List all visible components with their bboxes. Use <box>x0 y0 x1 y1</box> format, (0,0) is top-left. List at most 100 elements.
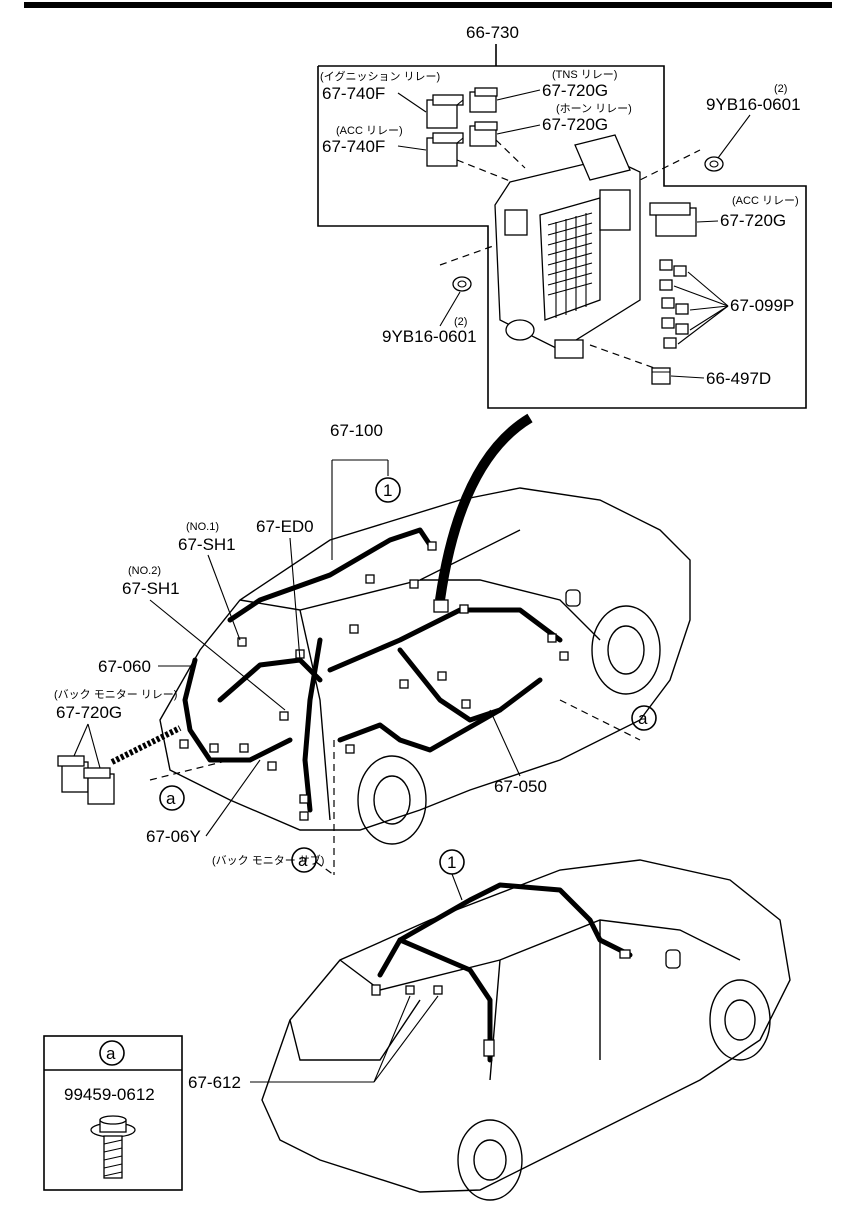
car-pillar <box>299 609 331 821</box>
label-circle-a2: a <box>638 709 648 728</box>
harness-050 <box>397 647 543 723</box>
leader-circle-1b <box>451 873 463 901</box>
leader-h612 <box>250 995 439 1083</box>
label-acc-relay-1: 67-740F <box>322 137 385 156</box>
label-nut-left: 9YB16-0601 <box>382 327 477 346</box>
leader-fuse <box>673 271 729 345</box>
label-circle-1a: 1 <box>383 481 392 500</box>
label-horn-relay-note: (ホーン リレー) <box>556 102 632 115</box>
cover-shape <box>651 367 671 385</box>
connectors-bottom <box>371 949 631 1057</box>
label-tns-relay-note: (TNS リレー) <box>552 69 617 81</box>
car-window-line <box>420 579 601 641</box>
leader-ed0 <box>289 537 301 661</box>
leader-no1 <box>207 554 241 641</box>
car-wheel-rear-hub <box>373 775 411 825</box>
dash-relay-2 <box>495 139 526 169</box>
label-back-relay-note: (バック モニター リレー) <box>54 688 177 701</box>
label-cover: 66-497D <box>706 369 771 388</box>
bottom-car-wheel-front-hub <box>724 999 756 1041</box>
dash-a1 <box>149 759 231 781</box>
bolt-box-frame <box>43 1035 183 1191</box>
harness-floor <box>327 607 563 673</box>
relay-acc-2-shape <box>649 202 697 237</box>
connectors-middle <box>179 541 569 821</box>
circle-marker-a1 <box>159 785 185 811</box>
fuse-block <box>494 134 641 359</box>
dash-nut-top <box>629 149 701 186</box>
harness-side <box>337 707 503 753</box>
leader-nut-left <box>439 291 461 327</box>
leader-back-relay-2 <box>87 723 101 769</box>
label-circle-a1: a <box>166 789 176 808</box>
relay-tns-shape <box>469 87 498 113</box>
leader-tns-relay <box>496 89 541 101</box>
harness-pillar <box>302 637 323 813</box>
relay-acc-shape <box>426 132 464 167</box>
label-h060: 67-060 <box>98 657 151 676</box>
label-tns-relay: 67-720G <box>542 81 608 100</box>
bolt-box: a 99459-0612 <box>43 1035 183 1191</box>
leader-horn-relay <box>496 124 541 135</box>
leader-ign-relay <box>397 92 427 113</box>
circle-marker-1a <box>375 477 401 503</box>
label-fuse-box: 66-730 <box>466 23 519 42</box>
car-mirror <box>565 589 581 607</box>
leader-nut-top <box>717 114 751 159</box>
car-wheel-front <box>591 605 661 695</box>
circle-marker-a4 <box>99 1040 125 1066</box>
label-ign-relay-note: (イグニッション リレー) <box>320 69 440 83</box>
back-relay-shapes <box>57 755 115 805</box>
label-circle-a3: a <box>298 851 308 870</box>
label-nut-qty-top: (2) <box>774 83 787 95</box>
label-nut-qty-left: (2) <box>454 316 467 328</box>
bottom-car-pillars <box>489 920 601 1081</box>
leader-acc-relay-2 <box>696 220 719 223</box>
label-ign-relay: 67-740F <box>322 84 385 103</box>
relay-horn-shape <box>469 121 498 147</box>
label-roof-harness: 67-100 <box>330 421 383 440</box>
label-circle-1b: 1 <box>447 853 456 872</box>
label-no1: 67-SH1 <box>178 535 236 554</box>
fuse-shapes <box>659 259 689 349</box>
bottom-car-mirror <box>665 949 681 969</box>
leader-h06y <box>205 759 261 837</box>
bolt-icon <box>90 1115 136 1179</box>
label-acc-relay-note-2: (ACC リレー) <box>732 195 799 207</box>
label-horn-relay: 67-720G <box>542 115 608 134</box>
relay-ign-shape <box>426 94 464 129</box>
bottom-car-rear-window <box>289 999 421 1061</box>
bottom-car: 1 67-612 <box>188 849 791 1201</box>
car-roof-line <box>239 529 521 611</box>
label-ed0: 67-ED0 <box>256 517 314 536</box>
harness-liftgate <box>217 657 323 703</box>
label-circle-a4: a <box>106 1044 116 1063</box>
fuse-box-group: 66-730 (イグニッション リレー) 67-740F (ACC リレー) 6… <box>317 23 807 409</box>
harness-roof <box>227 527 433 623</box>
label-no1-note: (NO.1) <box>186 521 219 533</box>
label-acc-relay-note-1: (ACC リレー) <box>336 125 403 137</box>
car-wheel-front-hub <box>607 625 645 675</box>
main-cable <box>435 413 533 601</box>
top-border <box>24 2 832 8</box>
dash-cover <box>589 344 661 371</box>
label-back-sensor-note: (バック モニター サブ) <box>212 853 324 867</box>
label-fuse: 67-099P <box>730 296 794 315</box>
label-acc-relay-2: 67-720G <box>720 211 786 230</box>
label-no2-note: (NO.2) <box>128 565 161 577</box>
middle-car: 67-100 1 (NO.1) 67-SH1 67-ED0 (NO.2) 67-… <box>54 413 691 876</box>
leader-h050 <box>489 709 521 777</box>
fuse-box-frame <box>317 65 807 409</box>
nut-top-shape <box>704 156 724 172</box>
leader-cover <box>670 375 705 379</box>
harness-lead <box>110 725 182 765</box>
circle-marker-a3 <box>291 847 317 873</box>
dash-a2 <box>559 699 641 741</box>
bottom-car-body <box>261 859 791 1193</box>
label-nut-top: 9YB16-0601 <box>706 95 801 114</box>
harness-roof-bottom <box>377 882 633 978</box>
label-bolt: 99459-0612 <box>64 1085 155 1104</box>
harness-rear-left <box>182 657 293 763</box>
bottom-car-wheel-rear-hub <box>473 1139 507 1181</box>
